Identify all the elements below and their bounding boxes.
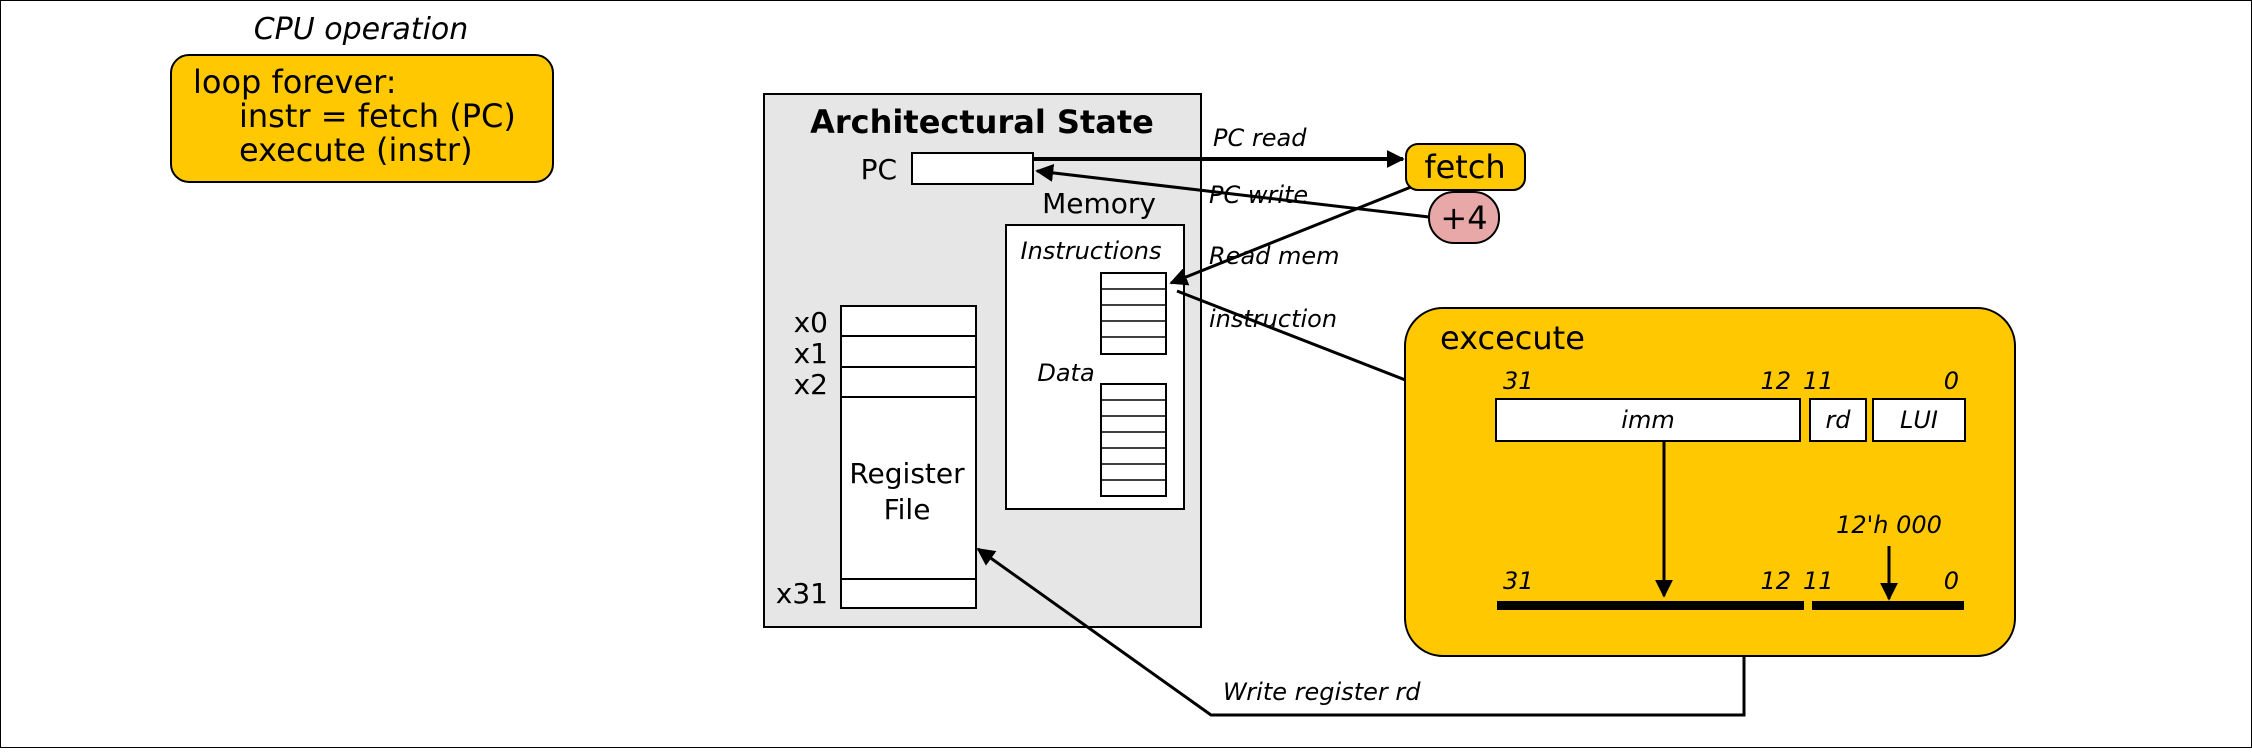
- plus4-adder: [1428, 191, 1500, 244]
- rd-label: rd: [1825, 406, 1851, 434]
- bit-bottom-31: 31: [1503, 567, 1534, 595]
- data-label: Data: [1037, 359, 1094, 387]
- fetch-box: [1405, 143, 1526, 191]
- architectural-state-title: Architectural State: [810, 103, 1154, 141]
- pc-register: [911, 152, 1034, 185]
- bit-bottom-0: 0: [1944, 567, 1959, 595]
- register-file-label-1: Register: [849, 457, 965, 490]
- pc-label: PC: [861, 153, 897, 186]
- register-file-label-2: File: [884, 493, 931, 526]
- read-mem-label: Read mem: [1209, 242, 1340, 270]
- instruction-memory-cells: [1100, 272, 1167, 355]
- rd-field: [1809, 398, 1867, 442]
- cpu-op-line-2: instr = fetch (PC): [239, 97, 516, 135]
- cpu-operation-box: [170, 54, 554, 183]
- register-x31-label: x31: [776, 577, 828, 610]
- write-register-arrow: [976, 547, 1746, 717]
- execute-box: [1404, 307, 2016, 657]
- bit-top-31: 31: [1503, 367, 1534, 395]
- register-x2-label: x2: [794, 368, 828, 401]
- execute-title: excecute: [1440, 319, 1585, 357]
- memory-label: Memory: [1042, 187, 1156, 220]
- cpu-operation-title: CPU operation: [254, 12, 469, 47]
- write-register-label: Write register rd: [1223, 678, 1421, 706]
- cpu-op-line-1: loop forever:: [193, 63, 397, 101]
- data-memory-cells: [1100, 383, 1167, 497]
- bit-top-11: 11: [1803, 367, 1834, 395]
- register-file: [840, 305, 977, 609]
- result-lower-bar: [1812, 601, 1964, 610]
- instruction-label: instruction: [1209, 305, 1337, 333]
- pc-read-label: PC read: [1213, 124, 1307, 152]
- bit-bottom-12: 12: [1760, 567, 1791, 595]
- result-upper-bar: [1497, 601, 1804, 610]
- lui-label: LUI: [1900, 406, 1938, 434]
- register-x0-label: x0: [794, 306, 828, 339]
- read-mem-arrow: [1169, 185, 1412, 286]
- plus4-label: +4: [1440, 199, 1487, 237]
- zero-fill-label: 12'h 000: [1836, 511, 1942, 539]
- bit-top-0: 0: [1944, 367, 1959, 395]
- imm-label: imm: [1621, 406, 1674, 434]
- imm-field: [1495, 398, 1801, 442]
- pc-write-arrow: [1035, 163, 1430, 219]
- bit-bottom-11: 11: [1803, 567, 1834, 595]
- lui-field: [1872, 398, 1966, 442]
- cpu-op-line-3: execute (instr): [239, 131, 473, 169]
- instructions-label: Instructions: [1021, 237, 1162, 265]
- fetch-label: fetch: [1424, 148, 1505, 186]
- pc-write-label: PC write: [1209, 181, 1308, 209]
- register-x1-label: x1: [794, 337, 828, 370]
- bit-top-12: 12: [1760, 367, 1791, 395]
